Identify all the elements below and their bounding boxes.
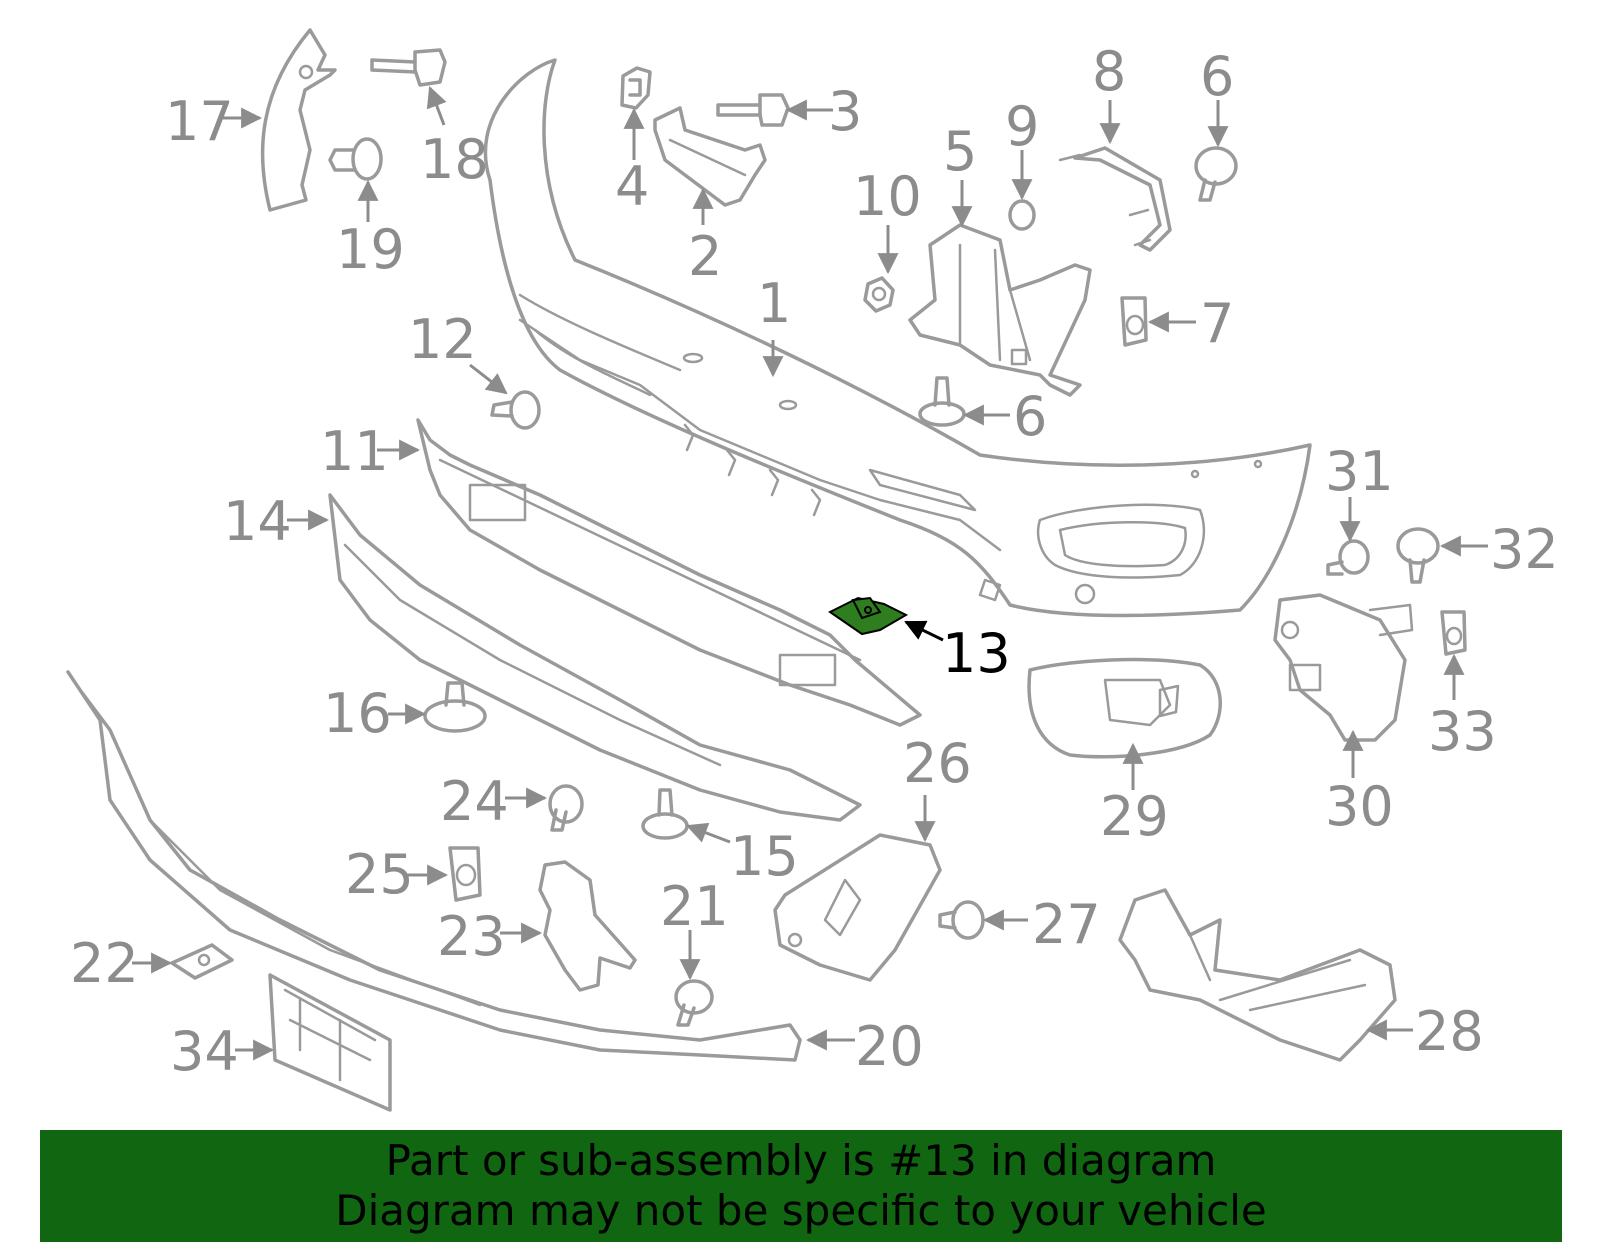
callout-28: 28 [1415,1000,1484,1063]
part-10-nut [863,276,895,313]
part-14-absorber [328,493,862,822]
notice-line-2: Diagram may not be specific to your vehi… [335,1186,1267,1235]
callout-30: 30 [1325,775,1394,838]
part-5-bracket [908,223,1092,397]
part-25-clip-nut [448,846,482,902]
part-18-bolt [370,48,447,87]
callout-27: 27 [1032,893,1101,956]
part-1-bumper-cover [483,58,1312,618]
part-6-push-pin-bottom [918,376,966,427]
notice-line-1: Part or sub-assembly is #13 in diagram [385,1136,1217,1185]
callout-8: 8 [1092,40,1126,103]
part-30-fog-lamp [1273,593,1414,742]
part-4-clip [620,66,652,110]
callout-6-bottom: 6 [1013,385,1047,448]
part-29-fog-bezel [1027,657,1222,759]
part-20-valance [66,670,802,1062]
callout-7: 7 [1200,292,1234,355]
part-34-plate-bracket [268,973,392,1112]
part-22-nut [170,943,234,980]
callout-4: 4 [615,155,649,218]
part-17-side-bracket [260,28,337,212]
part-27-screw [938,900,985,940]
callout-25: 25 [345,843,414,906]
callout-11: 11 [320,420,389,483]
callout-26: 26 [903,732,972,795]
part-6-push-pin-top [1194,146,1238,202]
part-2-bracket [653,106,767,207]
part-33-clip-nut [1440,610,1467,656]
callout-2: 2 [688,225,722,288]
callout-31: 31 [1325,440,1394,503]
part-19-clip [328,137,383,181]
callout-6-top: 6 [1200,45,1234,108]
callout-arrows [132,86,1488,1061]
callout-22: 22 [70,932,139,995]
callout-24: 24 [440,770,509,833]
callout-23: 23 [437,905,506,968]
callout-33: 33 [1428,700,1497,763]
part-16-push-pin [423,681,487,733]
part-26-bracket [773,833,942,982]
callout-32: 32 [1490,518,1559,581]
callout-9: 9 [1005,95,1039,158]
callout-21: 21 [660,875,729,938]
callout-20: 20 [855,1015,924,1078]
callout-12: 12 [408,308,477,371]
notice-banner: Part or sub-assembly is #13 in diagram D… [40,1130,1562,1242]
callout-3: 3 [828,80,862,143]
callout-34: 34 [170,1020,239,1083]
part-28-bracket [1118,888,1397,1062]
callout-13: 13 [942,622,1011,685]
parts-diagram: 1 2 3 4 5 6 6 7 8 9 10 11 12 13 14 15 16… [66,28,1559,1112]
callout-17: 17 [165,90,234,153]
part-11-reinforcement [416,418,922,727]
part-9-washer [1008,199,1036,231]
part-13-highlighted-nut [828,596,909,636]
callout-16: 16 [323,682,392,745]
part-21-screw [674,979,714,1027]
callout-19: 19 [336,218,405,281]
callout-5: 5 [943,120,977,183]
part-12-screw [490,390,541,430]
callout-labels: 1 2 3 4 5 6 6 7 8 9 10 11 12 13 14 15 16… [70,40,1559,1083]
part-32-push-pin [1396,527,1440,584]
callout-15: 15 [730,825,799,888]
part-24-clip [548,784,584,832]
callout-29: 29 [1100,785,1169,848]
part-8-bracket [1058,146,1172,252]
callout-14: 14 [223,490,292,553]
part-3-bolt [716,93,790,127]
part-7-clip-nut [1120,296,1148,347]
part-15-push-pin [641,788,689,840]
part-23-bracket [538,860,637,992]
callout-18: 18 [420,128,489,191]
callout-1: 1 [757,272,791,335]
callout-10: 10 [853,165,922,228]
part-31-screw [1326,539,1370,576]
